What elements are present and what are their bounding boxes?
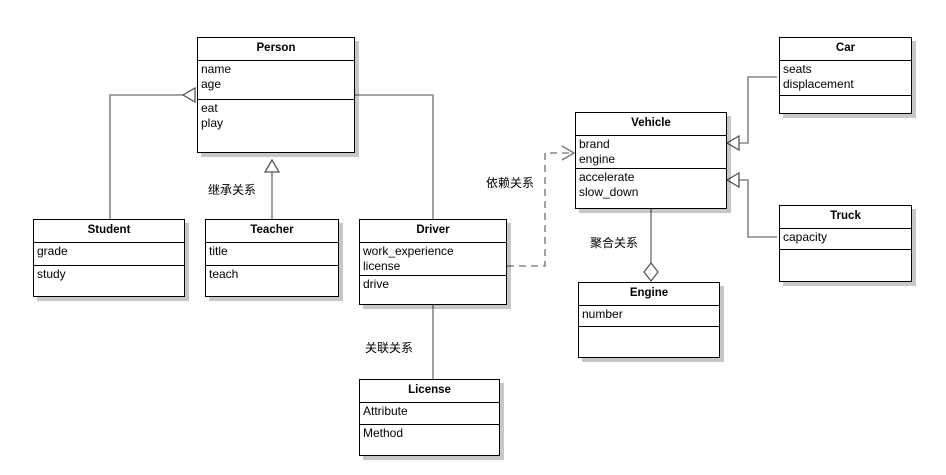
aggregation-diamond-engine [643, 261, 659, 283]
method-item: slow_down [579, 184, 639, 199]
attribute-item: number [582, 306, 623, 321]
methods-compartment-person: eat play [198, 100, 354, 133]
class-box-driver[interactable]: Driver work_experience license drive [359, 219, 507, 305]
class-box-student[interactable]: Student grade study [33, 219, 185, 297]
class-name-truck: Truck [780, 206, 911, 229]
attribute-item: work_experience [363, 243, 454, 258]
attributes-compartment-teacher: title [206, 243, 338, 266]
method-item: study [37, 266, 66, 281]
attribute-item: license [363, 258, 401, 273]
attribute-item: age [201, 76, 222, 91]
class-box-engine[interactable]: Engine number [578, 282, 720, 358]
methods-compartment-driver: drive [360, 276, 506, 294]
attribute-item: title [209, 243, 228, 258]
generalization-arrowhead-person-left [181, 86, 196, 104]
class-box-car[interactable]: Car seats displacement [779, 37, 912, 114]
label-inheritance: 继承关系 [208, 183, 257, 197]
attributes-compartment-driver: work_experience license [360, 243, 506, 276]
attribute-item: Attribute [363, 403, 408, 418]
methods-compartment-teacher: teach [206, 266, 338, 284]
attributes-compartment-license: Attribute [360, 403, 499, 425]
link-driver-vehicle-dependency [507, 152, 573, 267]
label-association: 关联关系 [365, 341, 414, 355]
label-dependency: 依赖关系 [486, 176, 535, 190]
dependency-arrowhead-vehicle [561, 145, 576, 161]
class-name-teacher: Teacher [206, 220, 338, 243]
methods-compartment-license: Method [360, 425, 499, 443]
attribute-item: displacement [783, 76, 854, 91]
attributes-compartment-person: name age [198, 61, 354, 100]
method-item: drive [363, 276, 390, 291]
link-truck-vehicle [727, 179, 777, 238]
method-item: Method [363, 425, 404, 440]
attribute-item: engine [579, 151, 616, 166]
generalization-arrowhead-vehicle-car [725, 134, 740, 152]
class-name-student: Student [34, 220, 184, 243]
class-box-vehicle[interactable]: Vehicle brand engine accelerate slow_dow… [575, 112, 727, 209]
method-item: teach [209, 266, 239, 281]
link-car-vehicle [727, 76, 777, 144]
attribute-item: seats [783, 61, 812, 76]
attributes-compartment-vehicle: brand engine [576, 136, 726, 169]
class-box-license[interactable]: License Attribute Method [359, 379, 500, 456]
methods-compartment-car [780, 96, 911, 99]
class-name-vehicle: Vehicle [576, 113, 726, 136]
attribute-item: brand [579, 136, 610, 151]
methods-compartment-truck [780, 250, 911, 253]
method-item: accelerate [579, 169, 635, 184]
methods-compartment-engine [579, 327, 719, 330]
class-box-person[interactable]: Person name age eat play [197, 37, 355, 153]
methods-compartment-student: study [34, 266, 184, 284]
attributes-compartment-truck: capacity [780, 229, 911, 250]
label-aggregation: 聚合关系 [590, 236, 639, 250]
attribute-item: capacity [783, 229, 828, 244]
class-name-engine: Engine [579, 283, 719, 306]
generalization-arrowhead-person-bottom [263, 158, 281, 173]
method-item: eat [201, 100, 218, 115]
class-box-teacher[interactable]: Teacher title teach [205, 219, 339, 297]
attribute-item: grade [37, 243, 68, 258]
method-item: play [201, 115, 224, 130]
attribute-item: name [201, 61, 232, 76]
attributes-compartment-engine: number [579, 306, 719, 327]
class-box-truck[interactable]: Truck capacity [779, 205, 912, 282]
link-driver-person [355, 94, 434, 219]
class-name-driver: Driver [360, 220, 506, 243]
attributes-compartment-car: seats displacement [780, 61, 911, 96]
class-name-license: License [360, 380, 499, 403]
class-name-person: Person [198, 38, 354, 61]
link-student-person [109, 94, 183, 219]
attributes-compartment-student: grade [34, 243, 184, 266]
methods-compartment-vehicle: accelerate slow_down [576, 169, 726, 202]
generalization-arrowhead-vehicle-truck [725, 171, 740, 189]
class-name-car: Car [780, 38, 911, 61]
